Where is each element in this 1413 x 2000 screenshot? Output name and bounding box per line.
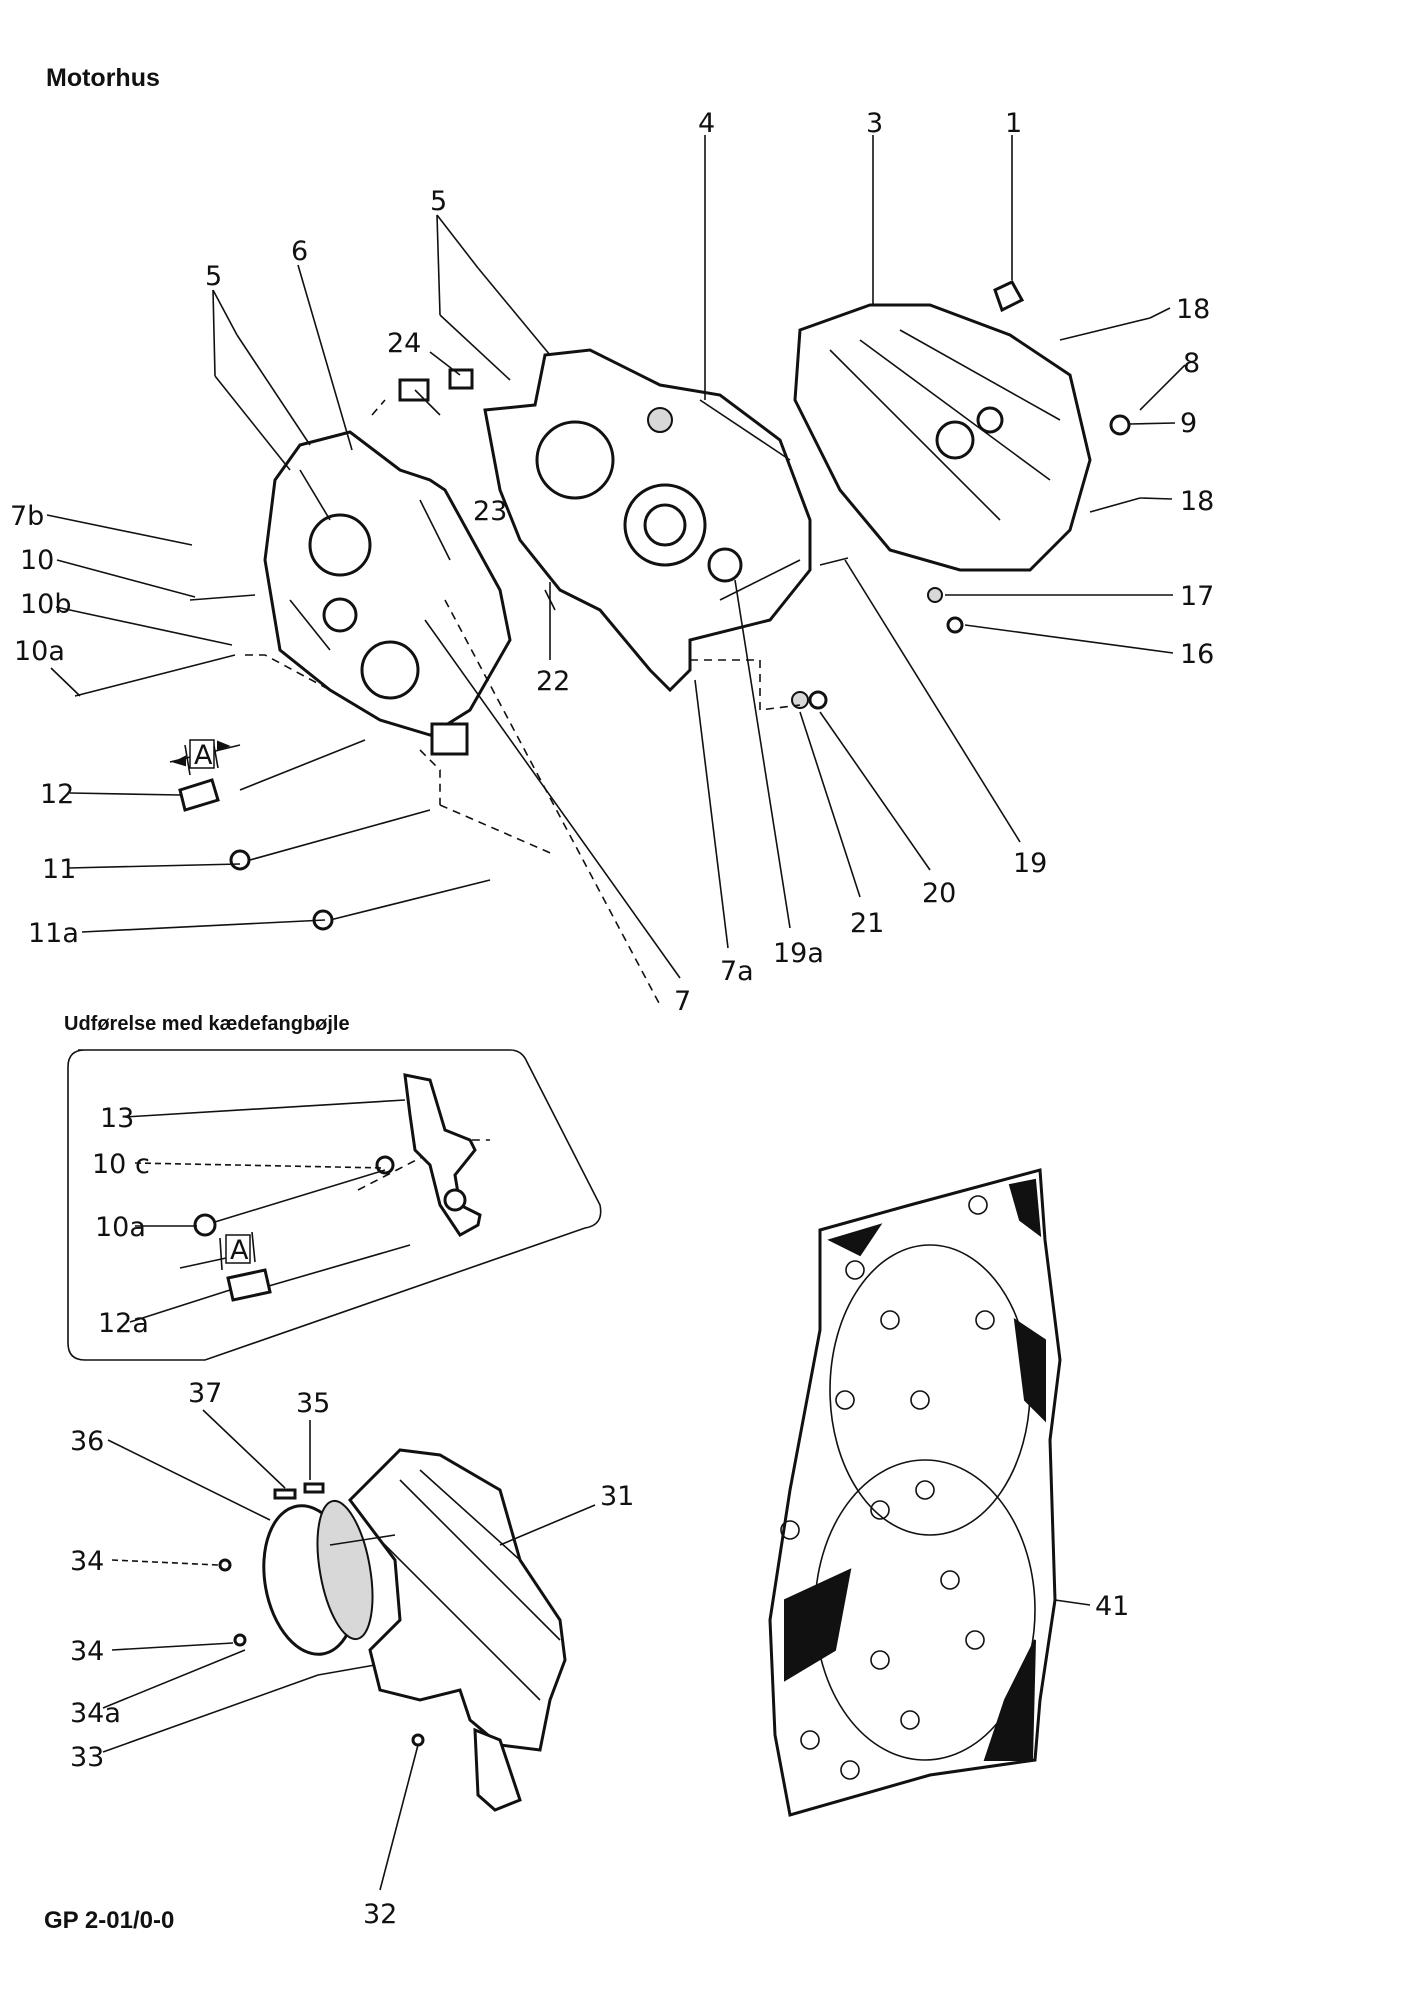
callout-5-upper: 5 bbox=[430, 186, 447, 217]
callout-12a: 12a bbox=[98, 1308, 149, 1339]
callout-16: 16 bbox=[1180, 639, 1214, 670]
right-crankcase-half bbox=[483, 348, 812, 693]
callout-32: 32 bbox=[363, 1899, 397, 1930]
callout-3: 3 bbox=[866, 108, 883, 139]
inset-panel: A bbox=[67, 1049, 602, 1361]
assembly-dashed-lines bbox=[245, 399, 801, 1191]
dimension-label: A bbox=[194, 740, 213, 771]
callout-41: 41 bbox=[1095, 1591, 1129, 1622]
callout-34-upper: 34 bbox=[70, 1546, 104, 1577]
callout-37: 37 bbox=[188, 1378, 222, 1409]
callout-34a: 34a bbox=[70, 1698, 121, 1729]
crankcase-studs bbox=[74, 267, 1151, 931]
callout-10a-inset: 10a bbox=[95, 1212, 146, 1243]
callout-10b: 10b bbox=[20, 589, 72, 620]
callout-22: 22 bbox=[536, 666, 570, 697]
callout-10: 10 bbox=[20, 545, 54, 576]
callout-34-lower: 34 bbox=[70, 1636, 104, 1667]
callout-8: 8 bbox=[1183, 348, 1200, 379]
callout-23: 23 bbox=[473, 496, 507, 527]
clutch-cover bbox=[793, 303, 1092, 572]
callout-33: 33 bbox=[70, 1742, 104, 1773]
callout-6: 6 bbox=[291, 236, 308, 267]
footer-code: GP 2-01/0-0 bbox=[44, 1907, 175, 1934]
callout-9: 9 bbox=[1180, 408, 1197, 439]
callout-1: 1 bbox=[1005, 108, 1022, 139]
callout-labels: 4 3 1 5 5 6 24 23 7b 10 10b 10a 22 12 11… bbox=[10, 108, 1214, 1930]
callout-19: 19 bbox=[1013, 848, 1047, 879]
leader-lines bbox=[46, 135, 1186, 1891]
dimension-a-main: A bbox=[169, 739, 241, 776]
callout-7: 7 bbox=[674, 986, 691, 1017]
page-title: Motorhus bbox=[46, 64, 160, 92]
callout-18-lower: 18 bbox=[1180, 486, 1214, 517]
callout-7b: 7b bbox=[10, 501, 44, 532]
callout-20: 20 bbox=[922, 878, 956, 909]
left-crankcase-half bbox=[263, 430, 512, 756]
callout-21: 21 bbox=[850, 908, 884, 939]
callout-19a: 19a bbox=[773, 938, 824, 969]
callout-13: 13 bbox=[100, 1103, 134, 1134]
callout-12: 12 bbox=[40, 779, 74, 810]
chain-guard-group bbox=[218, 1448, 567, 1812]
callout-10a: 10a bbox=[14, 636, 65, 667]
callout-36: 36 bbox=[70, 1426, 104, 1457]
inset-title: Udførelse med kædefangbøjle bbox=[64, 1013, 350, 1035]
callout-24: 24 bbox=[387, 328, 421, 359]
callout-7a: 7a bbox=[720, 956, 754, 987]
callout-35: 35 bbox=[296, 1388, 330, 1419]
callout-18-upper: 18 bbox=[1176, 294, 1210, 325]
callout-17: 17 bbox=[1180, 581, 1214, 612]
callout-31: 31 bbox=[600, 1481, 634, 1512]
callout-5-lower: 5 bbox=[205, 261, 222, 292]
callout-4: 4 bbox=[698, 108, 715, 139]
callout-10c: 10 c bbox=[92, 1149, 150, 1180]
callout-11a: 11a bbox=[28, 918, 79, 949]
callout-11: 11 bbox=[42, 854, 76, 885]
dimension-label-inset: A bbox=[230, 1235, 249, 1266]
chain-cover-plate bbox=[768, 1168, 1062, 1817]
